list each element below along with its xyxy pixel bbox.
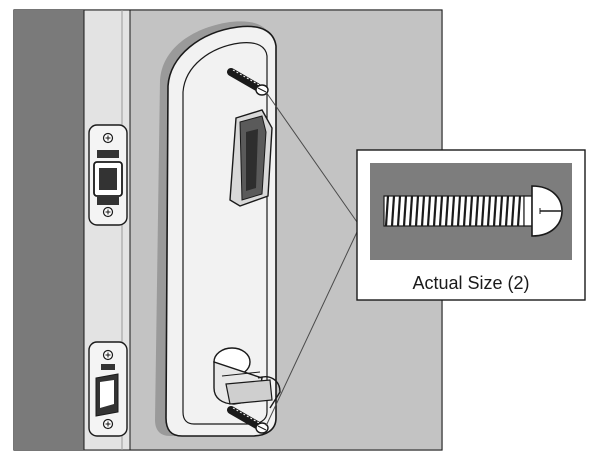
escutcheon-inner-edge bbox=[182, 42, 268, 425]
actual-size-callout bbox=[356, 149, 586, 301]
wall-strip bbox=[14, 10, 84, 450]
upper-strike-plate bbox=[88, 124, 128, 226]
lower-latch-plate bbox=[88, 341, 128, 437]
bottom-mounting-screw bbox=[227, 406, 269, 434]
actual-size-caption: Actual Size (2) bbox=[412, 272, 530, 293]
cylinder-housing bbox=[213, 347, 281, 409]
actual-size-screw-icon bbox=[383, 185, 563, 237]
strike-grip-bottom bbox=[97, 197, 119, 205]
thumb-turn bbox=[229, 109, 273, 207]
top-mounting-screw bbox=[227, 68, 269, 96]
strike-grip-top bbox=[97, 150, 119, 158]
callout-leader-lines bbox=[265, 91, 358, 427]
